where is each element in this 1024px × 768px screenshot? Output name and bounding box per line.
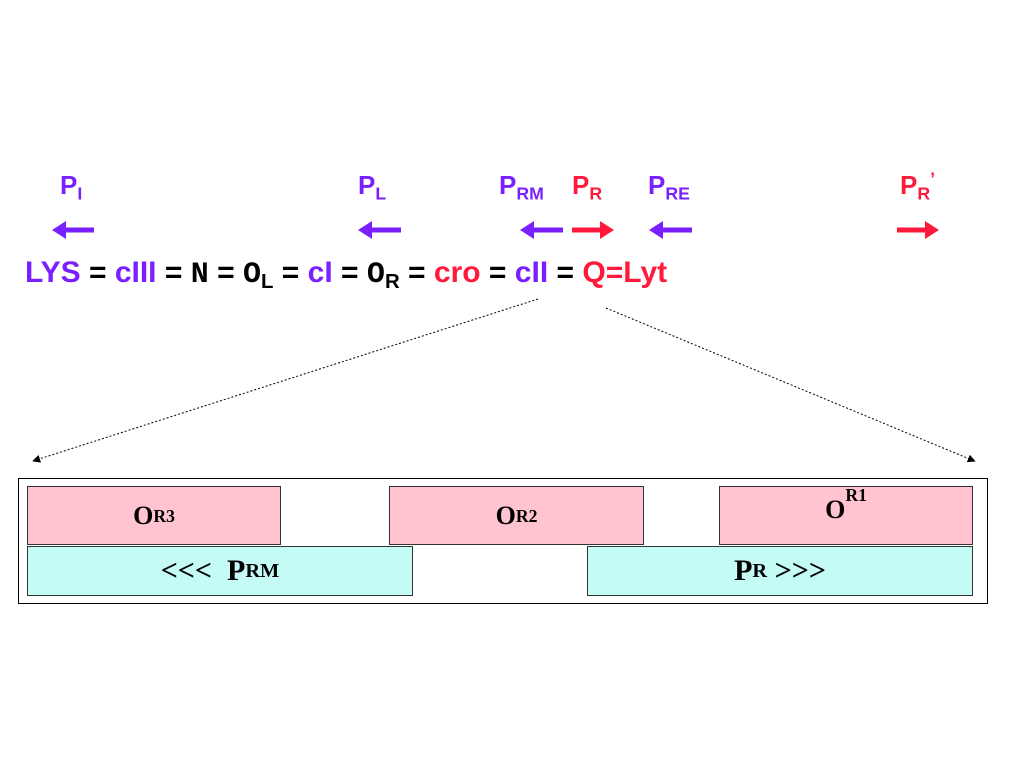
zoom-line-left [32, 298, 539, 463]
gene-map: LYS = cIII = N = OL = cI = OR = cro = cI… [25, 256, 668, 294]
promoter-label-prm: PRM [499, 170, 544, 204]
promoter-arrow-pre [649, 221, 692, 239]
promoter-arrow-pr [572, 221, 614, 239]
gene-cro: cro [433, 256, 481, 289]
gene-cii: cII [514, 256, 549, 289]
gene-n: N [190, 258, 209, 292]
promoter-arrow-pl [358, 221, 401, 239]
promoter-label-pr: PR [572, 170, 603, 204]
zoom-line-right [605, 307, 976, 463]
promoter-label-pi: PI [60, 170, 83, 204]
gene-ci: cI [307, 256, 333, 289]
promoter-label-pl: PL [358, 170, 387, 204]
gene-q-lyt: Q=Lyt [582, 256, 668, 289]
promoter-arrow-pr-prime [897, 221, 939, 239]
promoter-arrow-pi [52, 221, 94, 239]
promoter-label-pre: PRE [648, 170, 690, 204]
operator-ol: OL [242, 258, 274, 294]
operator-or: OR [366, 258, 400, 294]
promoter-label-pr-prime: PR’ [900, 168, 936, 204]
promoter-arrow-prm [520, 221, 563, 239]
operator-region-frame [18, 478, 988, 604]
gene-ciii: cIII [114, 256, 157, 289]
gene-lys: LYS [25, 256, 81, 289]
